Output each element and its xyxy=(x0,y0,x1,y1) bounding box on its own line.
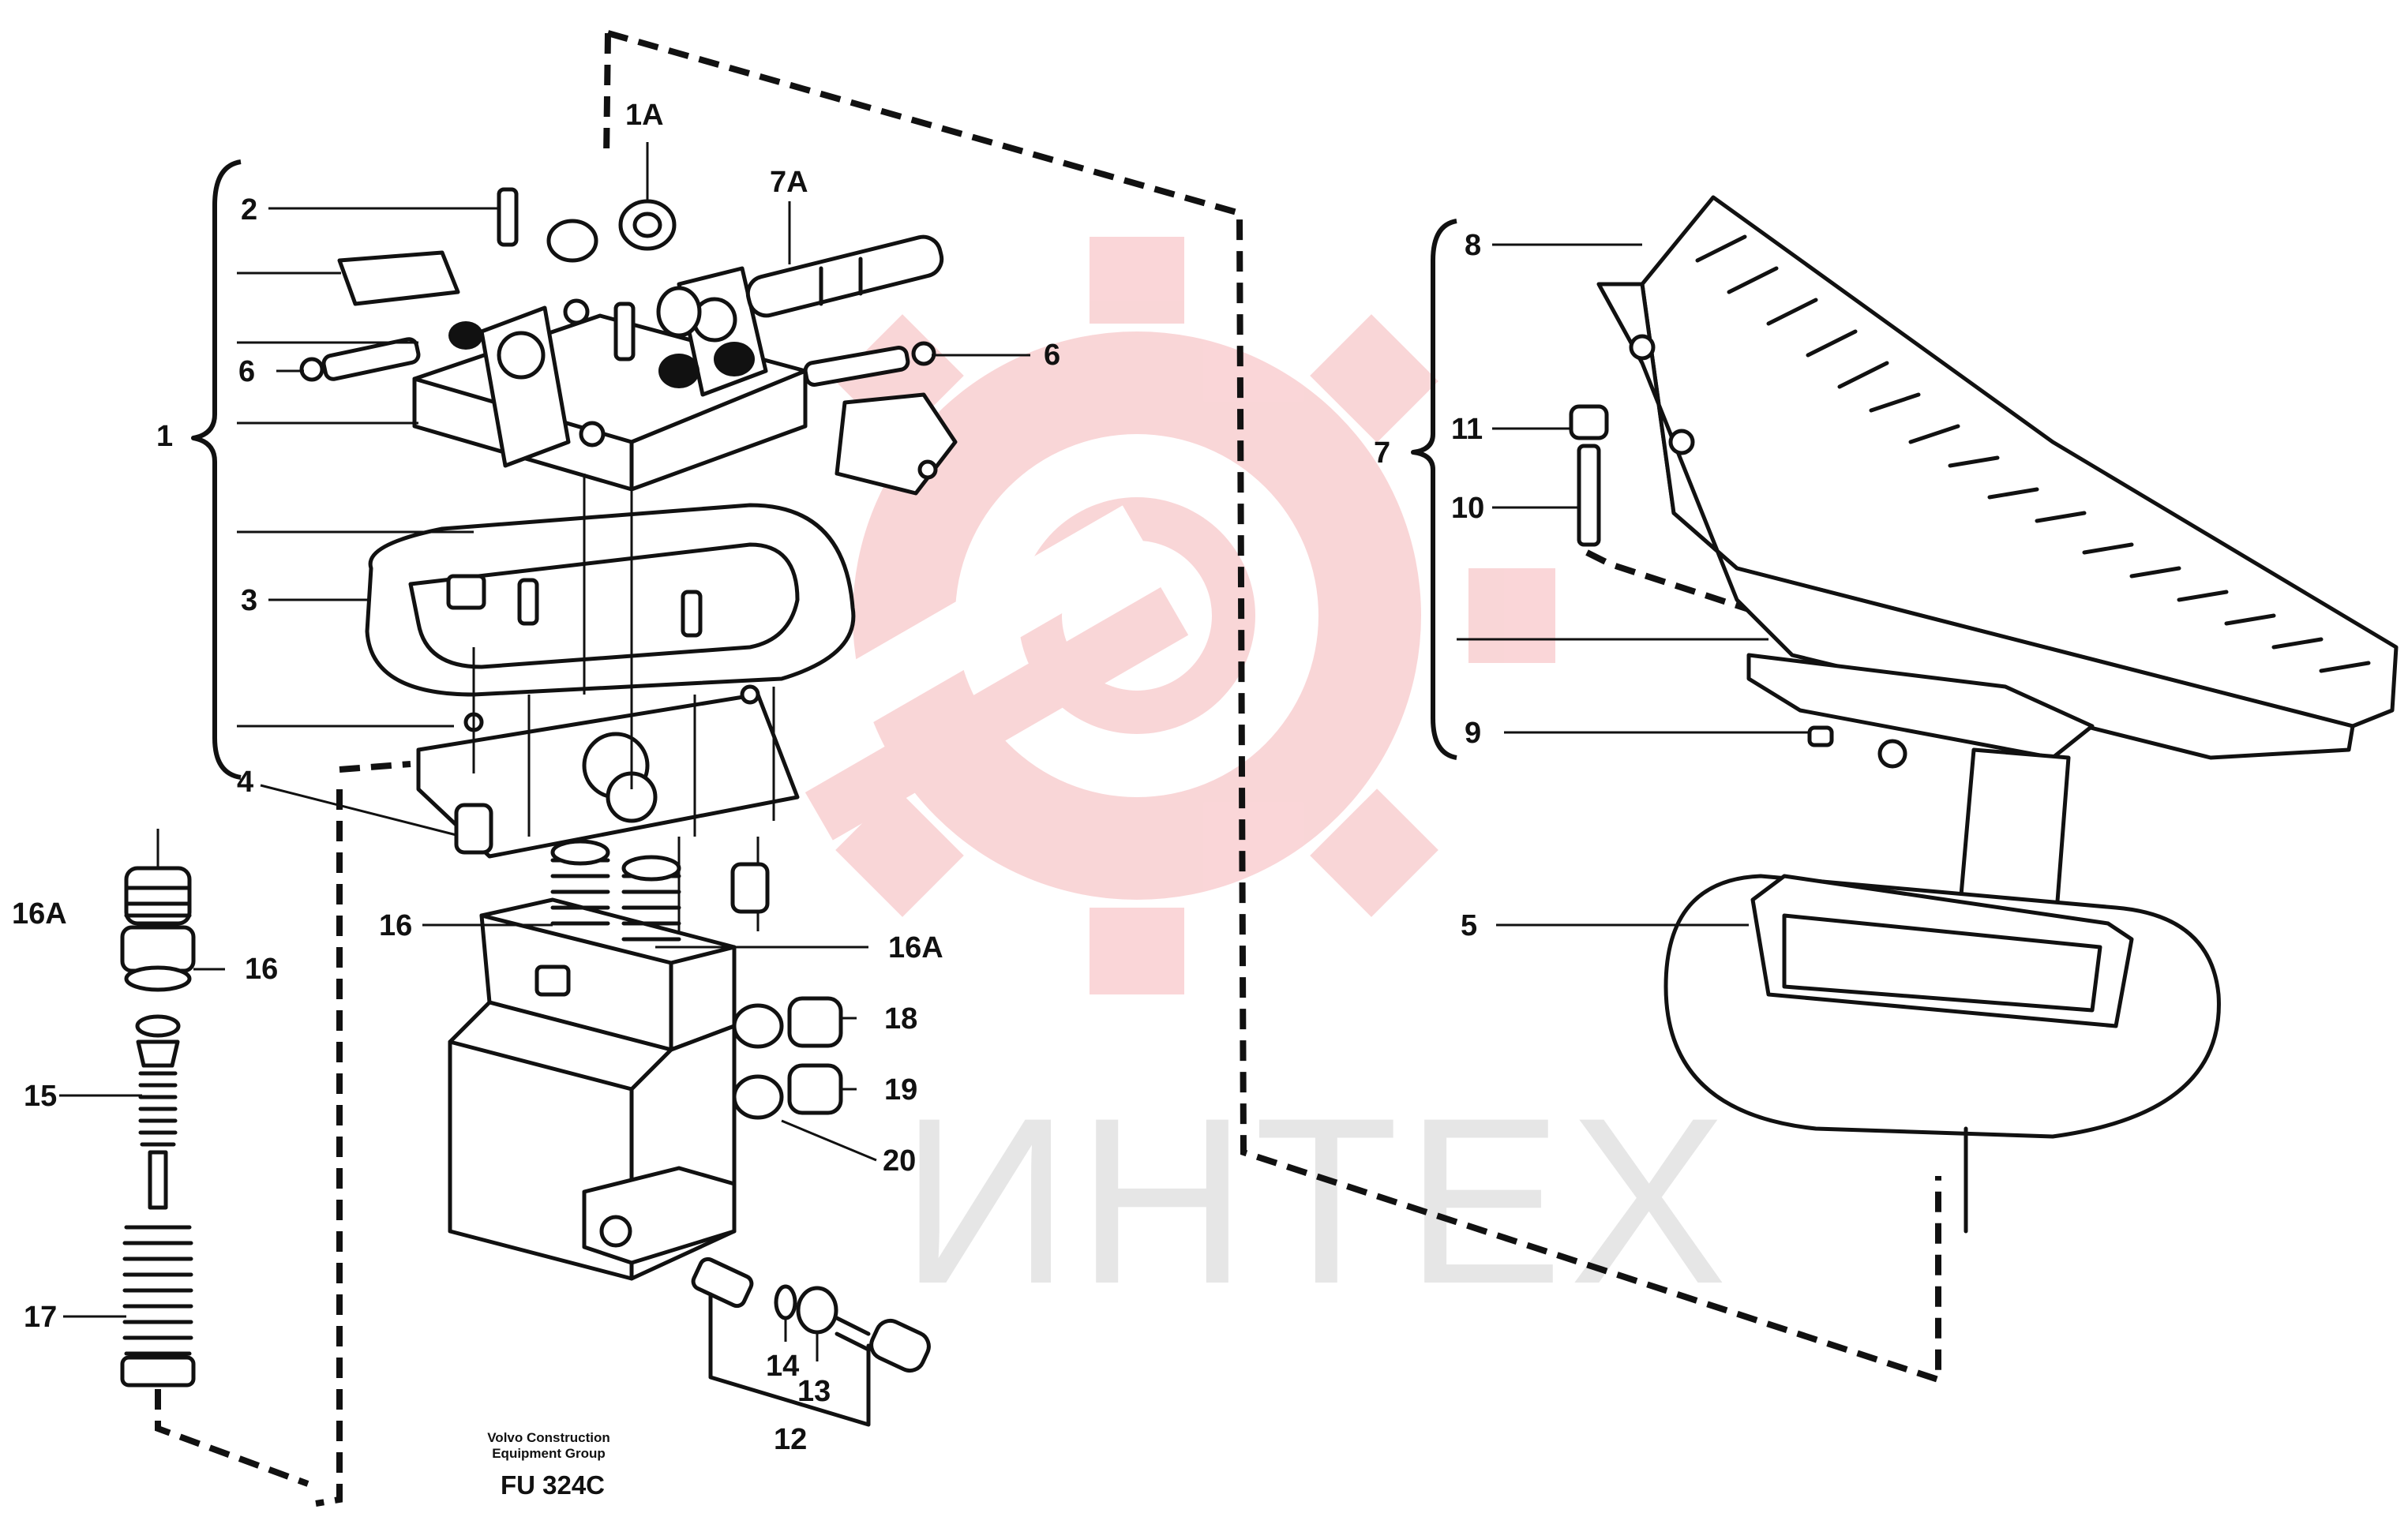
callout-1A: 1A xyxy=(625,99,664,132)
callout-20: 20 xyxy=(883,1144,916,1178)
callout-4: 4 xyxy=(237,766,253,799)
callout-14: 14 xyxy=(766,1350,799,1383)
assembly-guide-lines xyxy=(472,474,775,931)
spring-cartridge-stack xyxy=(120,829,196,1388)
callout-13: 13 xyxy=(797,1375,831,1408)
callout-17: 17 xyxy=(24,1301,57,1334)
valve-top-dashed xyxy=(339,761,411,773)
callout-6-left: 6 xyxy=(238,355,255,388)
callout-16A-left: 16A xyxy=(12,897,67,931)
watermark-gear-icon xyxy=(718,237,1555,994)
callout-11: 11 xyxy=(1451,413,1483,446)
valve-boundary-dashed xyxy=(315,789,343,1507)
spring-stack-dashed xyxy=(155,1389,309,1487)
credit-line-2: Equipment Group xyxy=(492,1446,606,1461)
callout-6-right: 6 xyxy=(1044,339,1060,372)
port-fitting-assembly xyxy=(691,1256,931,1427)
callout-16A-mid: 16A xyxy=(888,931,943,964)
callout-5: 5 xyxy=(1461,909,1477,942)
mounting-frame xyxy=(365,503,856,697)
callout-1: 1 xyxy=(156,420,173,453)
callout-9: 9 xyxy=(1465,717,1481,750)
plugs-and-seals xyxy=(732,996,843,1120)
part-callouts: 1A 7A 2 6 6 1 3 4 16A 16 16 16A 15 17 18… xyxy=(12,99,1484,1456)
mounting-screws xyxy=(454,803,770,914)
callout-7A: 7A xyxy=(770,166,808,199)
foot-pedal-assembly xyxy=(1569,195,2399,1234)
callout-12: 12 xyxy=(774,1423,807,1456)
pivot-bracket-assembly xyxy=(299,187,958,496)
brace-group-7 xyxy=(1411,219,1457,760)
callout-16-left: 16 xyxy=(245,953,278,986)
callout-7: 7 xyxy=(1374,436,1390,470)
callout-2: 2 xyxy=(241,193,257,227)
callout-15: 15 xyxy=(24,1080,57,1113)
callout-3: 3 xyxy=(241,584,257,617)
assembly-boundary-dashed xyxy=(606,30,1941,1384)
callout-18: 18 xyxy=(884,1002,917,1036)
credit-line-1: Volvo Construction xyxy=(487,1430,610,1445)
brace-group-1 xyxy=(191,159,242,780)
drawing-code: FU 324C xyxy=(501,1470,605,1500)
callout-8: 8 xyxy=(1465,229,1481,262)
leader-lines xyxy=(59,142,1810,1361)
callout-19: 19 xyxy=(884,1073,917,1107)
callout-10: 10 xyxy=(1451,492,1484,525)
watermark-text: ИНТЕХ xyxy=(900,1068,1734,1333)
valve-housing xyxy=(448,839,737,1281)
pedal-pin-dashed xyxy=(1585,549,1794,627)
drawing-credit: Volvo Construction Equipment Group FU 32… xyxy=(487,1430,610,1500)
assembly-boundary-dashed-left xyxy=(603,32,611,159)
callout-16-mid: 16 xyxy=(379,909,412,942)
